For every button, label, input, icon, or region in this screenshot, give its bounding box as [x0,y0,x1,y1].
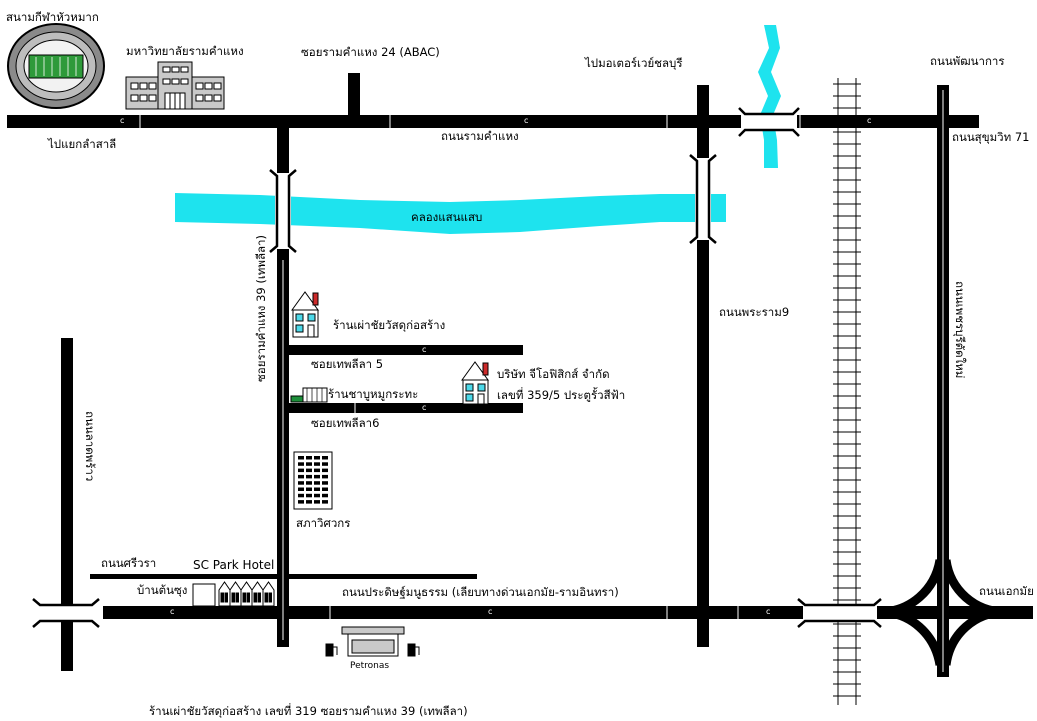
tower-window [314,462,320,466]
office-tower-icon [293,451,333,510]
canal-label: คลองแสนแสบ [411,210,483,224]
hotel-window [253,592,257,603]
motorway-label: ไปมอเตอร์เวย์ชลบุรี [585,56,683,70]
ramkhamhaeng-road-label: ถนนรามคำแหง [441,129,519,143]
hotel-window [220,592,224,603]
tower-window [298,456,304,460]
railway [833,78,861,705]
restaurant-shop-icon [290,387,328,403]
stadium-icon [7,23,105,109]
company-house-icon [461,361,489,405]
soi-thepleela-5-road [287,345,523,355]
sc-park-hotel-label: SC Park Hotel [193,558,275,572]
tower-window [322,500,328,504]
footer-address: ร้านเผ่าชัยวัสดุก่อสร้าง เลขที่ 319 ซอยร… [149,704,468,718]
tower-window [322,456,328,460]
tower-window [306,481,312,485]
sriwara-label: ถนนศรีวรา [101,556,157,570]
petronas-label: Petronas [350,661,390,671]
road-mark: c [867,116,872,125]
tower-window [306,474,312,479]
soi-thepleela-6-label: ซอยเทพลีลา6 [311,416,380,430]
tower-window [306,456,312,460]
ekkamai-label: ถนนเอกมัย [979,584,1034,598]
road-mark: c [766,607,771,616]
tower-window [306,468,312,473]
stadium-label: สนามกีฬาหัวหมาก [6,10,99,24]
phatthanakan-label: ถนนพัฒนาการ [930,54,1005,68]
tower-window [306,493,312,498]
hotel-window [268,592,272,603]
tower-window [298,481,304,485]
tower-window [306,462,312,466]
company-name-label: บริษัท จีโอฟิสิกส์ จำกัด [497,367,610,381]
hotel-window [242,592,246,603]
rama9-label: ถนนพระราม9 [719,305,790,319]
tower-window [314,474,320,479]
upper-canal [758,25,781,168]
tower-window [306,500,312,504]
hotel-window [235,592,239,603]
ekkamai-interchange [879,559,1006,666]
tower-window [322,474,328,479]
phetchaburi-label: ถนนเพชรบุรีตัดใหม่ [953,281,967,379]
lat-phrao-label: ถนนลาดพร้าว [83,411,97,482]
sukhumvit-71-label: ถนนสุขุมวิท 71 [952,130,1030,144]
tower-window [298,474,304,479]
tower-window [314,468,320,473]
tower-window [322,468,328,473]
tower-window [306,487,312,491]
road-mark: c [170,607,175,616]
ban-tonsung-label: บ้านต้นซุง [137,583,188,597]
tower-window [322,493,328,498]
tower-window [314,481,320,485]
tower-window [298,462,304,466]
road-mark: c [422,345,427,354]
soi-24-road [348,73,360,121]
ramkhamhaeng-road [7,115,979,128]
engineers-council-label: สภาวิศวกร [296,516,351,530]
university-building-icon [125,61,225,110]
tower-window [298,500,304,504]
hotel-window [231,592,235,603]
hotel-window [224,592,228,603]
tower-window [298,468,304,473]
saen-saep-canal [175,193,726,234]
hotel-window [246,592,250,603]
soi-39-label: ซอยรามคำแหง 39 (เทพลีลา) [254,235,268,382]
bridges [32,107,882,628]
soi-thepleela-6-road [287,403,523,413]
hotel-buildings-icon [192,581,275,607]
pradit-manutham-label: ถนนประดิษฐ์มนูธรรม (เลียบทางด่วนเอกมัย-ร… [342,585,619,599]
mookata-label: ร้านชาบูหมูกระทะ [328,387,419,401]
road-seams [139,115,801,640]
petronas-station-icon [325,626,420,657]
hotel-window [257,592,261,603]
soi-thepleela-5-label: ซอยเทพลีลา 5 [311,357,384,371]
company-address-label: เลขที่ 359/5 ประตูรั้วสีฟ้า [497,388,626,402]
road-mark: c [524,116,529,125]
tower-window [322,481,328,485]
road-mark: c [120,116,125,125]
tower-window [322,487,328,491]
tower-window [314,487,320,491]
shop-house-icon [291,291,319,338]
soi-24-label: ซอยรามคำแหง 24 (ABAC) [301,45,440,59]
tower-window [322,462,328,466]
hotel-window [264,592,268,603]
tower-window [314,493,320,498]
pradit-manutham-road [103,606,1033,619]
tower-window [314,456,320,460]
tower-window [298,493,304,498]
lat-phrao-road [61,338,73,671]
shop-top-label: ร้านเผ่าชัยวัสดุก่อสร้าง [333,318,446,332]
road-mark: c [422,403,427,412]
university-label: มหาวิทยาลัยรามคำแหง [126,44,244,58]
lam-sali-label: ไปแยกลำสาลี [48,137,117,151]
tower-window [314,500,320,504]
road-mark: c [488,607,493,616]
tower-window [298,487,304,491]
